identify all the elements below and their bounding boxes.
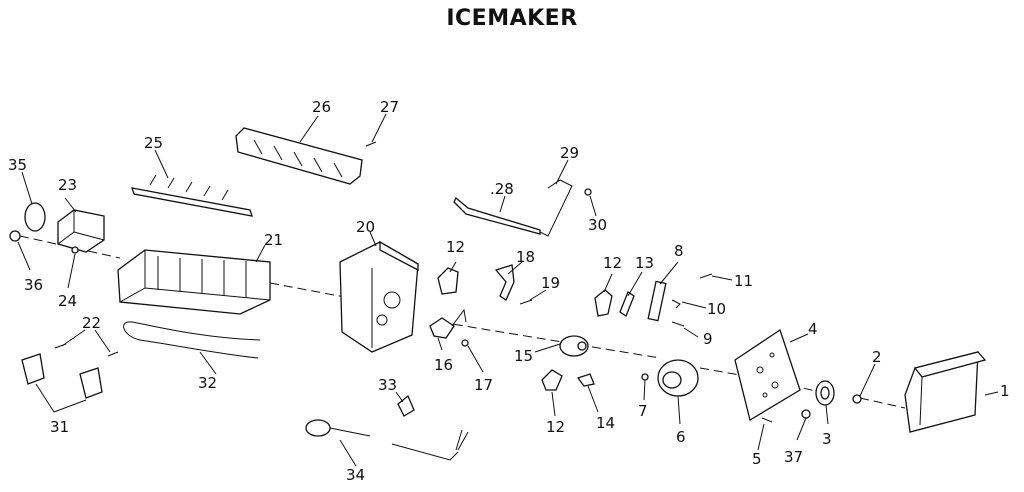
- part-19-screw: [519, 299, 533, 305]
- label-part-26: 26: [312, 98, 331, 116]
- part-23-solenoid: [57, 209, 105, 253]
- label-part-22: 22: [82, 314, 101, 332]
- label-part-18: 18: [516, 248, 535, 266]
- label-part-1: 1: [1000, 382, 1010, 400]
- part-36-nut: [9, 230, 21, 242]
- part-28-feeler-arm: [453, 196, 541, 235]
- label-part-27: 27: [380, 98, 399, 116]
- label-part-2: 2: [872, 348, 882, 366]
- part-2-screw: [852, 394, 862, 404]
- label-part-12-c: 12: [546, 418, 565, 436]
- part-24-screw: [71, 246, 79, 254]
- label-part-35: 35: [8, 156, 27, 174]
- label-part-4: 4: [808, 320, 818, 338]
- label-part-24: 24: [58, 292, 77, 310]
- label-part-3: 3: [822, 430, 832, 448]
- label-part-28: .28: [490, 180, 514, 198]
- part-15-cam: [559, 335, 589, 357]
- part-30-nut: [584, 188, 592, 196]
- label-part-12-b: 12: [603, 254, 622, 272]
- label-part-16: 16: [434, 356, 453, 374]
- part-14-arm: [576, 373, 595, 387]
- label-part-13: 13: [635, 254, 654, 272]
- label-part-29: 29: [560, 144, 579, 162]
- label-part-37: 37: [784, 448, 803, 466]
- part-12-clip-a: [437, 267, 459, 295]
- part-9-screw: [671, 321, 685, 327]
- label-part-12-a: 12: [446, 238, 465, 256]
- label-part-34: 34: [346, 466, 365, 484]
- part-20-housing: [339, 240, 419, 353]
- label-part-36: 36: [24, 276, 43, 294]
- part-37-nut: [801, 409, 811, 419]
- label-part-5: 5: [752, 450, 762, 468]
- label-part-6: 6: [676, 428, 686, 446]
- label-part-10: 10: [707, 300, 726, 318]
- part-32-heater: [123, 321, 261, 359]
- label-part-9: 9: [703, 330, 713, 348]
- part-34-wire-harness: [305, 419, 469, 461]
- part-21-mold: [117, 249, 271, 315]
- label-part-17: 17: [474, 376, 493, 394]
- label-part-19: 19: [541, 274, 560, 292]
- part-12-clip-b: [594, 289, 613, 317]
- page-title: ICEMAKER: [446, 6, 578, 31]
- leader-lines: [17, 113, 999, 467]
- part-26-ejector: [235, 127, 363, 185]
- label-part-31: 31: [50, 418, 69, 436]
- label-part-7: 7: [638, 402, 648, 420]
- label-part-30: 30: [588, 216, 607, 234]
- part-10-spring: [671, 299, 681, 309]
- part-1-front-cover: [904, 351, 987, 433]
- part-18-bracket: [494, 264, 515, 301]
- part-12-clip-c: [541, 369, 563, 391]
- part-17-screw: [461, 339, 469, 347]
- part-6-motor: [657, 359, 699, 397]
- part-8-switch: [647, 280, 667, 322]
- part-13-lever: [619, 291, 635, 317]
- part-16-thermostat: [429, 308, 467, 339]
- part-27-screw: [365, 141, 377, 147]
- part-7-screw: [641, 373, 649, 381]
- assembly-axis-line: [19, 235, 906, 409]
- label-part-14: 14: [596, 414, 615, 432]
- part-3-knob: [815, 380, 835, 406]
- label-part-21: 21: [264, 231, 283, 249]
- label-part-25: 25: [144, 134, 163, 152]
- part-25-stripper: [131, 187, 253, 217]
- label-part-20: 20: [356, 218, 375, 236]
- label-part-23: 23: [58, 176, 77, 194]
- part-29-shaft: [539, 179, 573, 237]
- label-part-11: 11: [734, 272, 753, 290]
- part-11-screw: [699, 273, 713, 279]
- part-4-mounting-plate: [734, 328, 801, 422]
- label-part-32: 32: [198, 374, 217, 392]
- label-part-8: 8: [674, 242, 684, 260]
- label-part-15: 15: [514, 347, 533, 365]
- label-part-33: 33: [378, 376, 397, 394]
- part-5-screw: [761, 417, 773, 423]
- part-35-gasket: [24, 202, 46, 232]
- part-31-brackets: [21, 353, 103, 399]
